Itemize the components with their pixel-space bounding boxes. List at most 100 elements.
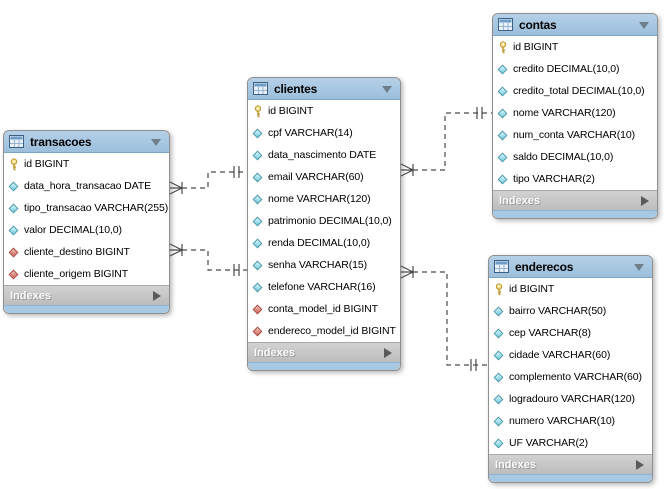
table-bottom-bar xyxy=(493,210,657,218)
column-label: patrimonio DECIMAL(10,0) xyxy=(268,215,392,227)
collapse-arrow-icon[interactable] xyxy=(634,264,644,271)
primary-key-icon xyxy=(499,40,507,53)
column-row[interactable]: cliente_destino BIGINT xyxy=(4,241,169,263)
collapse-arrow-icon[interactable] xyxy=(382,86,392,93)
column-row[interactable]: credito_total DECIMAL(10,0) xyxy=(493,80,657,102)
indexes-section[interactable]: Indexes xyxy=(489,454,652,474)
column-row[interactable]: nome VARCHAR(120) xyxy=(248,188,400,210)
column-icon xyxy=(252,150,263,160)
column-row[interactable]: saldo DECIMAL(10,0) xyxy=(493,146,657,168)
indexes-label: Indexes xyxy=(10,289,51,302)
indexes-section[interactable]: Indexes xyxy=(248,342,400,362)
column-label: valor DECIMAL(10,0) xyxy=(24,224,122,236)
column-row[interactable]: id BIGINT xyxy=(489,278,652,300)
column-label: complemento VARCHAR(60) xyxy=(509,371,642,383)
column-row[interactable]: logradouro VARCHAR(120) xyxy=(489,388,652,410)
column-row[interactable]: data_nascimento DATE xyxy=(248,144,400,166)
column-row[interactable]: tipo VARCHAR(2) xyxy=(493,168,657,190)
expand-arrow-icon[interactable] xyxy=(384,347,392,358)
table-contas[interactable]: contas id BIGINT credito DECIMAL(10,0) c… xyxy=(492,13,658,219)
table-clientes-header[interactable]: clientes xyxy=(248,78,400,100)
table-bottom-bar xyxy=(248,362,400,370)
column-row[interactable]: tipo_transacao VARCHAR(255) xyxy=(4,197,169,219)
column-label: tipo_transacao VARCHAR(255) xyxy=(24,202,169,214)
table-enderecos[interactable]: enderecos id BIGINT bairro VARCHAR(50) c… xyxy=(488,255,653,483)
relationship-clientes-contas[interactable] xyxy=(400,107,492,177)
table-title: enderecos xyxy=(515,259,574,274)
relationship-clientes-enderecos[interactable] xyxy=(400,265,488,371)
column-label: conta_model_id BIGINT xyxy=(268,303,378,315)
column-label: senha VARCHAR(15) xyxy=(268,259,368,271)
column-row[interactable]: numero VARCHAR(10) xyxy=(489,410,652,432)
column-row[interactable]: endereco_model_id BIGINT xyxy=(248,320,400,342)
column-row[interactable]: nome VARCHAR(120) xyxy=(493,102,657,124)
column-icon xyxy=(493,394,504,404)
crow-foot-many-marker xyxy=(169,181,183,195)
column-row[interactable]: cpf VARCHAR(14) xyxy=(248,122,400,144)
column-row[interactable]: cep VARCHAR(8) xyxy=(489,322,652,344)
relationship-transacoes-clientes-2[interactable] xyxy=(169,243,247,276)
column-label: saldo DECIMAL(10,0) xyxy=(513,151,614,163)
column-icon xyxy=(497,152,508,162)
column-label: credito_total DECIMAL(10,0) xyxy=(513,85,645,97)
table-clientes[interactable]: clientes id BIGINT cpf VARCHAR(14) data_… xyxy=(247,77,401,371)
column-row[interactable]: email VARCHAR(60) xyxy=(248,166,400,188)
column-row[interactable]: bairro VARCHAR(50) xyxy=(489,300,652,322)
column-row[interactable]: id BIGINT xyxy=(248,100,400,122)
column-label: UF VARCHAR(2) xyxy=(509,437,589,449)
indexes-section[interactable]: Indexes xyxy=(4,285,169,305)
expand-arrow-icon[interactable] xyxy=(636,459,644,470)
column-label: id BIGINT xyxy=(24,158,70,170)
crow-foot-many-marker xyxy=(400,163,414,177)
table-icon xyxy=(494,260,509,273)
column-row[interactable]: num_conta VARCHAR(10) xyxy=(493,124,657,146)
indexes-section[interactable]: Indexes xyxy=(493,190,657,210)
table-bottom-bar xyxy=(4,305,169,313)
column-row[interactable]: cidade VARCHAR(60) xyxy=(489,344,652,366)
column-label: nome VARCHAR(120) xyxy=(268,193,371,205)
column-row[interactable]: complemento VARCHAR(60) xyxy=(489,366,652,388)
one-mandatory-marker xyxy=(233,166,240,178)
column-row[interactable]: UF VARCHAR(2) xyxy=(489,432,652,454)
column-icon xyxy=(252,282,263,292)
column-label: data_hora_transacao DATE xyxy=(24,180,151,192)
relationship-line xyxy=(413,112,492,171)
column-row[interactable]: renda DECIMAL(10,0) xyxy=(248,232,400,254)
expand-arrow-icon[interactable] xyxy=(641,195,649,206)
table-contas-header[interactable]: contas xyxy=(493,14,657,36)
column-icon xyxy=(252,260,263,270)
column-label: telefone VARCHAR(16) xyxy=(268,281,376,293)
column-row[interactable]: telefone VARCHAR(16) xyxy=(248,276,400,298)
one-mandatory-marker xyxy=(470,359,477,371)
column-label: nome VARCHAR(120) xyxy=(513,107,616,119)
relationship-transacoes-clientes-1[interactable] xyxy=(169,166,247,195)
column-row[interactable]: id BIGINT xyxy=(493,36,657,58)
column-icon xyxy=(497,174,508,184)
column-icon xyxy=(493,438,504,448)
column-row[interactable]: credito DECIMAL(10,0) xyxy=(493,58,657,80)
table-transacoes-header[interactable]: transacoes xyxy=(4,131,169,153)
table-transacoes[interactable]: transacoes id BIGINT data_hora_transacao… xyxy=(3,130,170,314)
column-row[interactable]: cliente_origem BIGINT xyxy=(4,263,169,285)
column-label: cidade VARCHAR(60) xyxy=(509,349,611,361)
column-label: bairro VARCHAR(50) xyxy=(509,305,607,317)
expand-arrow-icon[interactable] xyxy=(153,290,161,301)
collapse-arrow-icon[interactable] xyxy=(151,139,161,146)
column-icon xyxy=(493,306,504,316)
collapse-arrow-icon[interactable] xyxy=(639,22,649,29)
column-label: email VARCHAR(60) xyxy=(268,171,364,183)
column-row[interactable]: patrimonio DECIMAL(10,0) xyxy=(248,210,400,232)
indexes-label: Indexes xyxy=(254,346,295,359)
column-row[interactable]: conta_model_id BIGINT xyxy=(248,298,400,320)
column-label: endereco_model_id BIGINT xyxy=(268,325,396,337)
column-row[interactable]: data_hora_transacao DATE xyxy=(4,175,169,197)
column-icon xyxy=(252,216,263,226)
table-icon xyxy=(9,135,24,148)
column-row[interactable]: senha VARCHAR(15) xyxy=(248,254,400,276)
table-enderecos-header[interactable]: enderecos xyxy=(489,256,652,278)
column-row[interactable]: id BIGINT xyxy=(4,153,169,175)
column-label: tipo VARCHAR(2) xyxy=(513,173,595,185)
column-row[interactable]: valor DECIMAL(10,0) xyxy=(4,219,169,241)
